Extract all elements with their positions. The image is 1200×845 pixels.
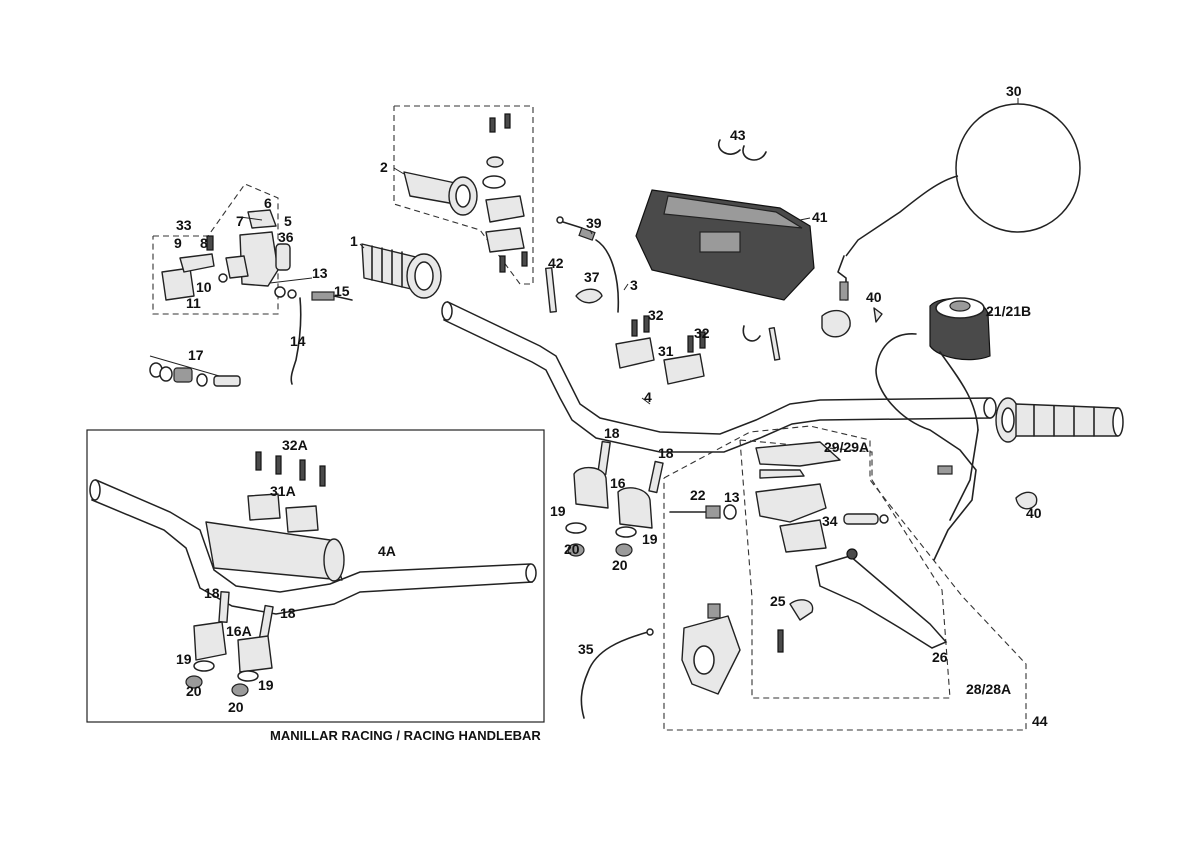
leader-lines [359, 98, 1019, 405]
label-20-b: 20 [612, 557, 628, 573]
label-18-d: 18 [280, 605, 296, 621]
top-clamps [615, 315, 706, 385]
right-switch [875, 297, 991, 561]
label-8: 8 [200, 235, 208, 251]
throttle-assembly [393, 105, 534, 285]
label-35: 35 [578, 641, 594, 657]
label-14: 14 [290, 333, 306, 349]
left-grip [361, 243, 442, 299]
label-19-a: 19 [550, 503, 566, 519]
part-number-labels: 1 2 3 4 4A 5 6 7 8 9 10 11 13 13 14 15 1… [174, 83, 1048, 729]
inset-bolts-32A [255, 451, 326, 487]
lower-clamps [565, 440, 664, 557]
label-18-c: 18 [204, 585, 220, 601]
clip-37 [575, 288, 603, 304]
pin-42 [545, 267, 557, 313]
cable-35 [580, 631, 649, 719]
label-9: 9 [174, 235, 182, 251]
handlebar-pad [635, 139, 815, 301]
label-10: 10 [196, 279, 212, 295]
label-4: 4 [644, 389, 652, 405]
right-grip [995, 397, 1124, 443]
mirror [821, 103, 1081, 338]
label-29-29A: 29/29A [824, 439, 869, 455]
label-20-a: 20 [564, 541, 580, 557]
pin-misc [768, 327, 781, 361]
label-5: 5 [284, 213, 292, 229]
label-13-left: 13 [312, 265, 328, 281]
throttle-cable [556, 216, 620, 313]
label-20-c: 20 [186, 683, 202, 699]
label-7: 7 [236, 213, 244, 229]
label-11: 11 [186, 295, 201, 311]
clip-40-right [1015, 491, 1038, 510]
label-18-b: 18 [658, 445, 674, 461]
label-25: 25 [770, 593, 786, 609]
label-16: 16 [610, 475, 626, 491]
label-31A: 31A [270, 483, 296, 499]
label-4A: 4A [378, 543, 396, 559]
clip-misc [742, 325, 761, 342]
label-33: 33 [176, 217, 192, 233]
label-32A: 32A [282, 437, 308, 453]
label-42: 42 [548, 255, 564, 271]
label-19-d: 19 [258, 677, 274, 693]
label-28-28A: 28/28A [966, 681, 1011, 697]
label-19-c: 19 [176, 651, 192, 667]
cable-35-end [646, 628, 654, 636]
label-19-b: 19 [642, 531, 658, 547]
label-44: 44 [1032, 713, 1048, 729]
label-1: 1 [350, 233, 358, 249]
label-32-a: 32 [648, 307, 664, 323]
label-22: 22 [690, 487, 706, 503]
label-2: 2 [380, 159, 388, 175]
label-32-b: 32 [694, 325, 710, 341]
label-16A: 16A [226, 623, 252, 639]
clip-40-top [873, 307, 883, 323]
label-26: 26 [932, 649, 948, 665]
label-36: 36 [278, 229, 294, 245]
main-handlebar [441, 300, 997, 453]
label-6: 6 [264, 195, 272, 211]
left-switch-assembly [152, 183, 353, 385]
label-21-21B: 21/21B [986, 303, 1031, 319]
label-30: 30 [1006, 83, 1022, 99]
label-18-a: 18 [604, 425, 620, 441]
label-34: 34 [822, 513, 838, 529]
label-41: 41 [812, 209, 828, 225]
label-20-d: 20 [228, 699, 244, 715]
label-39: 39 [586, 215, 602, 231]
label-15: 15 [334, 283, 350, 299]
label-31: 31 [658, 343, 674, 359]
label-40-top: 40 [866, 289, 882, 305]
label-3: 3 [630, 277, 638, 293]
label-17: 17 [188, 347, 204, 363]
clutch-lever-assembly [663, 425, 1027, 731]
inset-caption: MANILLAR RACING / RACING HANDLEBAR [270, 728, 541, 743]
label-13-right: 13 [724, 489, 740, 505]
label-37: 37 [584, 269, 600, 285]
label-40-right: 40 [1026, 505, 1042, 521]
racing-handlebar-inset [86, 429, 545, 723]
label-43: 43 [730, 127, 746, 143]
part-17-small-parts [149, 355, 241, 387]
